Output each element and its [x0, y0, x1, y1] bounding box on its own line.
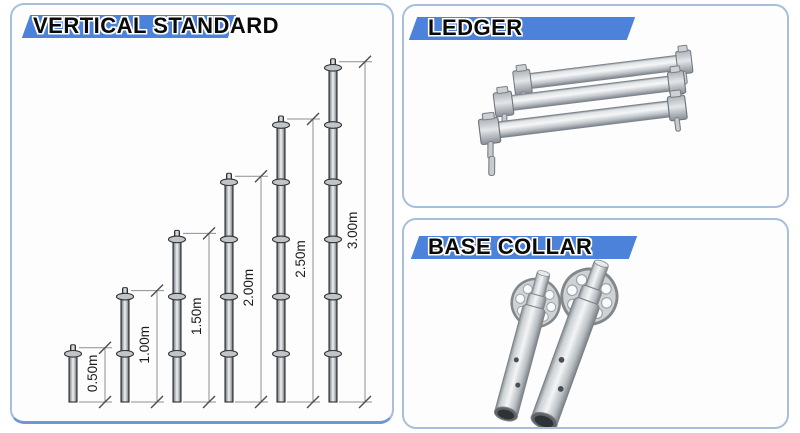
- ledger-panel: LEDGER: [402, 4, 789, 208]
- vertical-standard-diagram: 0.50m 1.00m 1.50m 2.00m 2.50m 3.00m: [63, 55, 372, 409]
- panel-title: VERTICAL STANDARD: [33, 13, 280, 38]
- dimension-label: 1.00m: [137, 326, 152, 364]
- standard-0.50m: 0.50m: [63, 341, 112, 409]
- vertical-standard-panel: VERTICAL STANDARD 0.50m 1.00m 1.50m 2.00m 2.…: [10, 3, 394, 424]
- dimension-label: 2.00m: [241, 269, 256, 307]
- base-collar-panel: BASE COLLAR: [402, 218, 789, 429]
- standard-2.50m: 2.50m: [271, 112, 320, 409]
- panel-title: BASE COLLAR: [428, 234, 593, 259]
- dimension-label: 2.50m: [293, 240, 308, 278]
- ledger-photo: [477, 43, 696, 177]
- standard-1.50m: 1.50m: [167, 226, 216, 409]
- standard-3.00m: 3.00m: [323, 55, 372, 409]
- standard-2.00m: 2.00m: [219, 169, 268, 409]
- dimension-label: 0.50m: [85, 355, 100, 393]
- dimension-label: 1.50m: [189, 297, 204, 335]
- ledger-3: [477, 88, 690, 177]
- standard-1.00m: 1.00m: [115, 284, 164, 409]
- dimension-label: 3.00m: [345, 212, 360, 250]
- panel-title: LEDGER: [428, 15, 523, 40]
- base-collar-photo: [479, 250, 630, 427]
